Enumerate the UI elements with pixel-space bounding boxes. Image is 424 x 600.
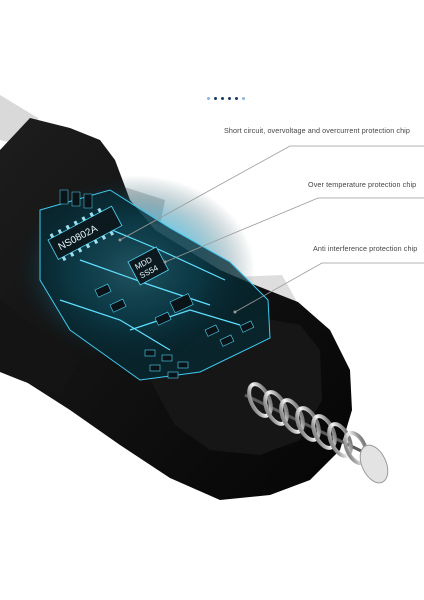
callout-endpoints (118, 238, 237, 314)
pcb-resistors-left (59, 189, 93, 209)
callout-over-temperature-chip: Over temperature protection chip (308, 180, 417, 189)
page-indicator-dots (207, 97, 245, 100)
indicator-dot (214, 97, 217, 100)
indicator-dot (207, 97, 210, 100)
spring-terminal (244, 382, 389, 484)
pcb-components (94, 283, 255, 379)
indicator-dot (235, 97, 238, 100)
indicator-dot (228, 97, 231, 100)
callout-anti-interference-chip: Anti interference protection chip (313, 244, 418, 253)
chip-ss54: MDD SS54 (127, 246, 170, 286)
indicator-dot (242, 97, 245, 100)
indicator-dot (221, 97, 224, 100)
callout-lines (119, 145, 424, 313)
body-shadow (0, 300, 80, 395)
callout-short-circuit-chip: Short circuit, overvoltage and overcurre… (224, 126, 410, 135)
